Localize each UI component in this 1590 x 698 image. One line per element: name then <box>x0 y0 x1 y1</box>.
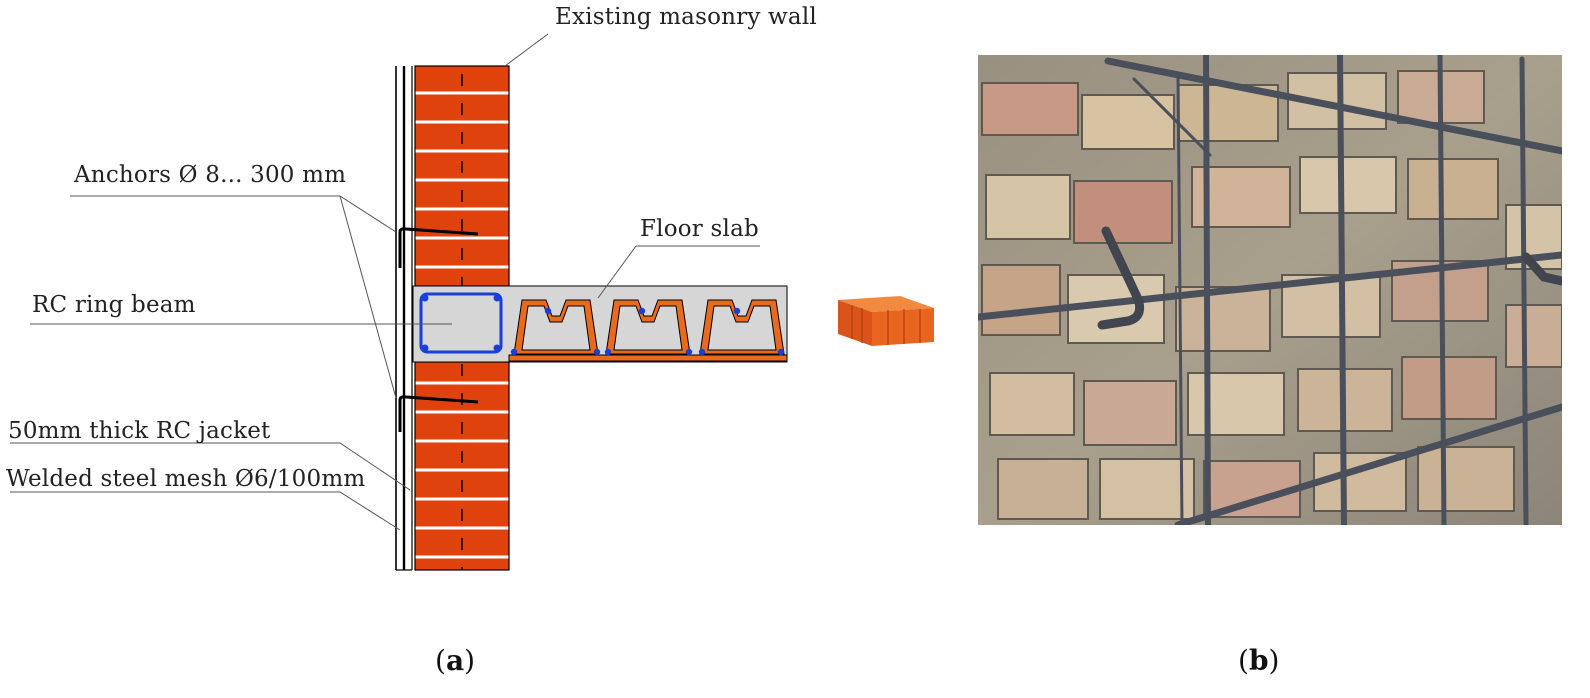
anchors <box>398 227 479 432</box>
formwork-block-icon <box>838 296 934 346</box>
rebar-mesh <box>978 55 1562 525</box>
panel-b-photo <box>978 55 1562 525</box>
masonry-wall <box>414 65 510 571</box>
label-anchors: Anchors Ø 8... 300 mm <box>74 162 347 188</box>
rc-jacket <box>395 66 413 571</box>
caption-a: (a) <box>435 644 476 677</box>
panel-a-section-drawing: Existing masonry wall Anchors Ø 8... 300… <box>6 4 934 677</box>
anchor-bars <box>1097 226 1562 330</box>
slab-formwork <box>508 299 788 362</box>
label-floor-slab: Floor slab <box>640 216 759 242</box>
label-welded-steel-mesh: Welded steel mesh Ø6/100mm <box>6 466 366 492</box>
leader-lines <box>10 33 760 531</box>
label-existing-masonry-wall: Existing masonry wall <box>555 4 817 30</box>
slab-rebars <box>510 307 785 356</box>
steel-mesh-on-masonry-photo <box>978 55 1562 525</box>
label-rc-jacket: 50mm thick RC jacket <box>8 418 271 444</box>
section-drawing <box>10 33 934 571</box>
caption-b: (b) <box>1238 644 1280 677</box>
label-rc-ring-beam: RC ring beam <box>32 292 196 318</box>
